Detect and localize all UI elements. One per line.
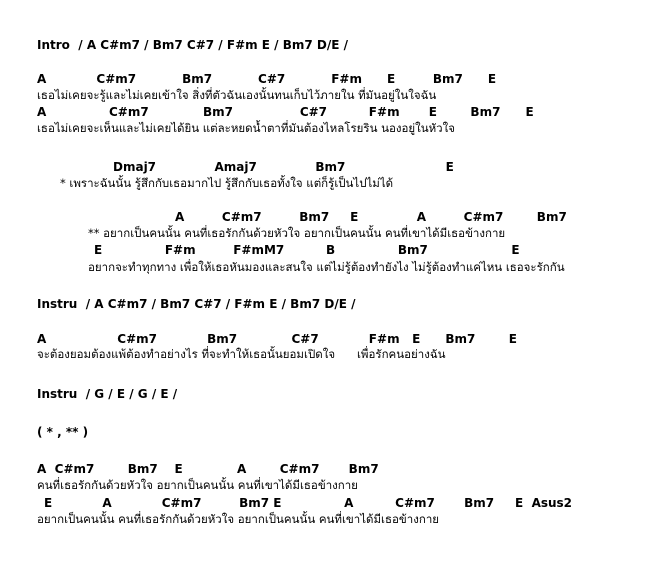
chorus-chords-2: E F#m F#mM7 B Bm7 E [94, 243, 520, 257]
verse1-chords-2: A C#m7 Bm7 C#7 F#m E Bm7 E [37, 105, 534, 119]
intro-line: Intro / A C#m7 / Bm7 C#7 / F#m E / Bm7 D… [37, 38, 349, 52]
verse3-chords: A C#m7 Bm7 C#7 F#m E Bm7 E [37, 332, 517, 346]
verse3-lyric: จะต้องยอมต้องแพ้ต้องทำอย่างไร ที่จะทำให้… [37, 347, 446, 361]
chorus-chords-1: A C#m7 Bm7 E A C#m7 Bm7 [175, 210, 567, 224]
ending-chords-1: A C#m7 Bm7 E A C#m7 Bm7 [37, 462, 379, 476]
verse1-lyric-2: เธอไม่เคยจะเห็นและไม่เคยได้ยิน แต่ละหยดน… [37, 121, 455, 135]
verse1-lyric-1: เธอไม่เคยจะรู้และไม่เคยเข้าใจ สิ่งที่ตัว… [37, 88, 437, 102]
ending-chords-2: E A C#m7 Bm7 E A C#m7 Bm7 E Asus2 [44, 496, 573, 510]
instru-line-1: Instru / A C#m7 / Bm7 C#7 / F#m E / Bm7 … [37, 297, 356, 311]
chorus-lyric-1: ** อยากเป็นคนนั้น คนที่เธอรักกันด้วยหัวใ… [88, 226, 506, 240]
chorus-lyric-2: อยากจะทำทุกทาง เพื่อให้เธอหันมองและสนใจ … [88, 260, 565, 274]
ending-lyric-1: คนที่เธอรักกันด้วยหัวใจ อยากเป็นคนนั้น ค… [37, 478, 358, 492]
ending-lyric-2: อยากเป็นคนนั้น คนที่เธอรักกันด้วยหัวใจ อ… [37, 512, 440, 526]
verse1-chords-1: A C#m7 Bm7 C#7 F#m E Bm7 E [37, 72, 497, 86]
repeat-marker: ( * , ** ) [37, 425, 89, 439]
prechorus-lyric: * เพราะฉันนั้น รู้สึกกับเธอมากไป รู้สึกก… [60, 176, 394, 190]
instru-line-2: Instru / G / E / G / E / [37, 387, 178, 401]
prechorus-chords: Dmaj7 Amaj7 Bm7 E [113, 160, 454, 174]
